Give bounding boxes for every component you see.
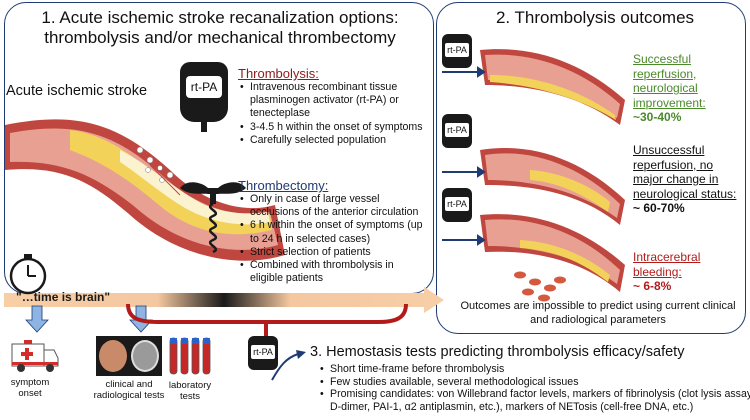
panel1-title-line1: 1. Acute ischemic stroke recanalization …	[41, 8, 399, 27]
panel1-title-line2: thrombolysis and/or mechanical thrombect…	[44, 28, 396, 47]
hemostasis-title: 3. Hemostasis tests predicting thromboly…	[310, 344, 685, 360]
rtpa-bag-large-port	[201, 122, 207, 132]
hemostasis-list: Short time-frame before thrombolysis Few…	[318, 363, 750, 413]
rtpa-bag-bottom-label: rt-PA	[251, 345, 275, 359]
timeline-label: "…time is brain"	[16, 290, 111, 304]
thrombolysis-list: Intravenous recombinant tissue plasminog…	[238, 81, 428, 147]
rtpa-bag-outcome-2: rt-PA	[442, 114, 472, 148]
panel2-title: 2. Thrombolysis outcomes	[495, 8, 695, 27]
thrombectomy-item: 6 h within the onset of symptoms (up to …	[240, 219, 428, 245]
clinical-tests-label: clinical and radiological tests	[93, 379, 165, 401]
outcome-bleeding: Intracerebral bleeding: ~ 6-8%	[633, 250, 741, 294]
rtpa-bag-outcome-2-label: rt-PA	[445, 123, 469, 137]
outcome-unsuccessful-value: ~ 60-70%	[633, 201, 685, 215]
thrombectomy-heading: Thrombectomy:	[238, 178, 329, 193]
outcome-unsuccessful-text: Unsuccessful reperfusion, no major chang…	[633, 143, 737, 201]
thrombectomy-item: Combined with thrombolysis in eligible p…	[240, 259, 428, 285]
test-tubes-icon	[169, 337, 211, 375]
rtpa-bag-large-label: rt-PA	[186, 76, 222, 98]
thrombolysis-item: 3-4.5 h within the onset of symptoms	[240, 121, 428, 134]
rtpa-bag-bottom: rt-PA	[248, 336, 278, 370]
outcome-vessels	[442, 49, 625, 302]
rtpa-bag-large: rt-PA	[180, 62, 228, 122]
outcome-success: Successful reperfusion, neurological imp…	[633, 52, 741, 125]
thrombolysis-item: Carefully selected population	[240, 134, 428, 147]
hemostasis-item: Promising candidates: von Willebrand fac…	[320, 388, 750, 413]
hemostasis-item: Few studies available, several methodolo…	[320, 376, 750, 389]
thrombectomy-item: Strict selection of patients	[240, 246, 428, 259]
thrombectomy-item: Only in case of large vessel occlusions …	[240, 193, 428, 219]
lab-tests-label: laboratory tests	[168, 380, 212, 402]
rtpa-bag-outcome-1-label: rt-PA	[445, 43, 469, 57]
panel1-title: 1. Acute ischemic stroke recanalization …	[30, 8, 410, 48]
brain-scan-images	[96, 336, 162, 376]
thrombolysis-item: Intravenous recombinant tissue plasminog…	[240, 81, 428, 121]
outcome-bleeding-value: ~ 6-8%	[633, 279, 672, 293]
outcome-success-text: Successful reperfusion, neurological imp…	[633, 52, 706, 110]
outcome-success-value: ~30-40%	[633, 110, 682, 124]
outcomes-note: Outcomes are impossible to predict using…	[460, 300, 736, 326]
stroke-label: Acute ischemic stroke	[6, 83, 148, 99]
ambulance-icon	[11, 340, 59, 372]
outcome-bleeding-text: Intracerebral bleeding:	[633, 250, 701, 279]
thrombectomy-list: Only in case of large vessel occlusions …	[238, 193, 428, 285]
thrombolysis-block: Thrombolysis: Intravenous recombinant ti…	[238, 66, 428, 147]
thrombectomy-block: Thrombectomy: Only in case of large vess…	[238, 178, 428, 285]
rtpa-bag-outcome-3-label: rt-PA	[445, 197, 469, 211]
timeline-arrow	[4, 287, 444, 313]
corkscrew-icon	[180, 182, 246, 254]
symptom-onset-label: symptom onset	[10, 377, 50, 399]
thrombolysis-heading: Thrombolysis:	[238, 66, 319, 81]
rtpa-bag-outcome-1: rt-PA	[442, 34, 472, 68]
outcome-unsuccessful: Unsuccessful reperfusion, no major chang…	[633, 143, 741, 216]
stopwatch-icon	[9, 254, 47, 295]
rtpa-bag-outcome-3: rt-PA	[442, 188, 472, 222]
red-bracket	[126, 303, 408, 336]
hemostasis-arrow	[271, 350, 306, 381]
hemostasis-item: Short time-frame before thrombolysis	[320, 363, 750, 376]
